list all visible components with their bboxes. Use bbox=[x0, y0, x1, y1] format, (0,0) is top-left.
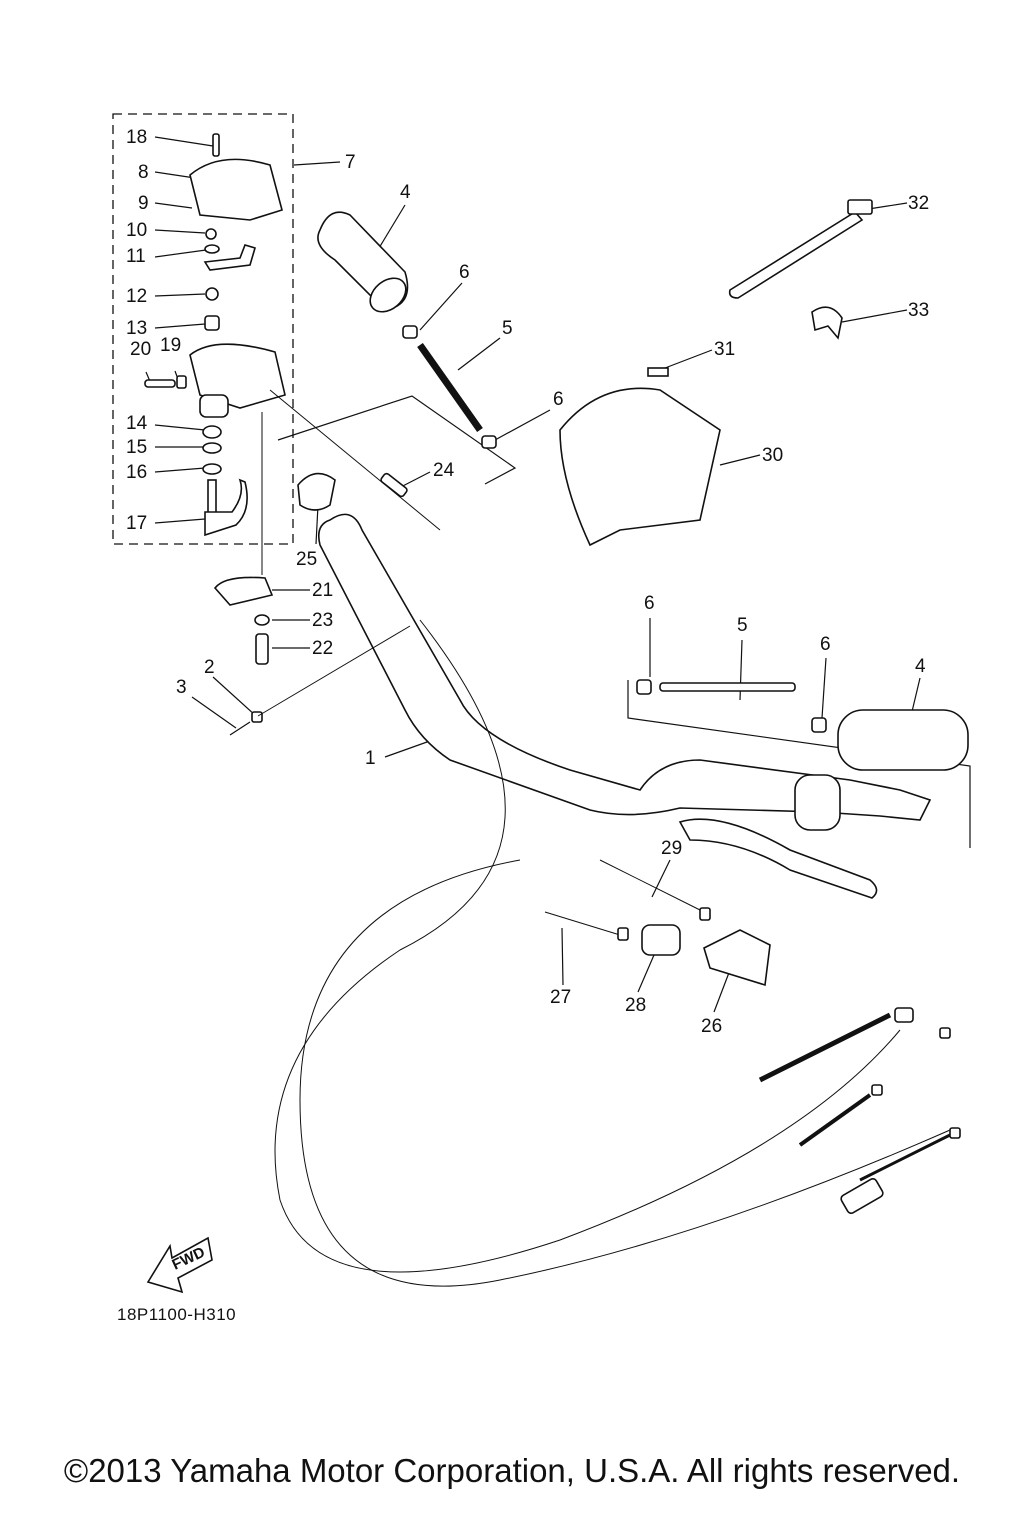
cable-tie bbox=[728, 210, 864, 299]
callout-31: 31 bbox=[714, 339, 735, 360]
callout-16: 16 bbox=[126, 462, 147, 483]
callout-32: 32 bbox=[908, 193, 929, 214]
handlebar bbox=[317, 513, 932, 821]
bolt bbox=[255, 633, 269, 665]
callout-20: 20 bbox=[130, 339, 151, 360]
callout-23: 23 bbox=[312, 610, 333, 631]
callout-14: 14 bbox=[126, 413, 148, 434]
copyright-notice: ©2013 Yamaha Motor Corporation, U.S.A. A… bbox=[63, 1452, 961, 1489]
cover bbox=[559, 387, 721, 547]
callout-25: 25 bbox=[296, 549, 317, 570]
cable-end-24 bbox=[380, 472, 408, 498]
callout-6-upper-a: 6 bbox=[459, 262, 470, 283]
callout-9: 9 bbox=[138, 193, 149, 214]
shaft-right bbox=[659, 682, 796, 692]
callout-11: 11 bbox=[126, 246, 146, 267]
drawing-code: 18P1100-H310 bbox=[117, 1305, 237, 1324]
collar-upper-b bbox=[481, 435, 497, 449]
callout-6-right-b: 6 bbox=[820, 634, 831, 655]
callout-12: 12 bbox=[126, 286, 147, 307]
callout-33: 33 bbox=[908, 300, 929, 321]
callout-18: 18 bbox=[126, 127, 147, 148]
callout-22: 22 bbox=[312, 638, 333, 659]
callout-24: 24 bbox=[433, 460, 455, 481]
callout-10: 10 bbox=[126, 220, 147, 241]
adjuster-28 bbox=[641, 924, 681, 956]
screw-2 bbox=[251, 711, 263, 723]
callout-26: 26 bbox=[701, 1016, 722, 1037]
callout-1: 1 bbox=[365, 748, 376, 769]
washer bbox=[254, 614, 270, 626]
forward-arrow-icon: FWD bbox=[146, 1236, 213, 1294]
callout-30: 30 bbox=[762, 445, 783, 466]
leader-lines bbox=[145, 136, 971, 1013]
callout-28: 28 bbox=[625, 995, 646, 1016]
switch-housing bbox=[794, 774, 841, 831]
collar-right-a bbox=[636, 679, 652, 695]
callout-17: 17 bbox=[126, 513, 147, 534]
label-31 bbox=[647, 367, 669, 377]
cable-guide bbox=[297, 472, 336, 511]
brake-lever bbox=[678, 818, 878, 899]
callout-13: 13 bbox=[126, 318, 147, 339]
clamp bbox=[811, 306, 843, 340]
callout-6-right-a: 6 bbox=[644, 593, 655, 614]
callout-15: 15 bbox=[126, 437, 147, 458]
right-grip bbox=[837, 709, 969, 771]
collar-upper-a bbox=[402, 325, 418, 339]
throttle-housing bbox=[144, 133, 286, 537]
bracket bbox=[213, 576, 274, 606]
callout-4-upper: 4 bbox=[400, 182, 411, 203]
callout-21: 21 bbox=[312, 580, 333, 601]
callout-5-right: 5 bbox=[737, 615, 748, 636]
callout-2: 2 bbox=[204, 657, 215, 678]
callout-4-right: 4 bbox=[915, 656, 926, 677]
callout-27: 27 bbox=[550, 987, 571, 1008]
callout-labels: 1 2 3 4 4 5 5 6 6 6 6 7 8 9 10 11 12 13 … bbox=[126, 127, 929, 1037]
throttle-assembly-group-box bbox=[112, 113, 294, 545]
callout-29: 29 bbox=[661, 838, 682, 859]
callout-19: 19 bbox=[160, 335, 181, 356]
callout-7: 7 bbox=[345, 152, 356, 173]
collar-right-b bbox=[811, 717, 827, 733]
callout-3: 3 bbox=[176, 677, 187, 698]
cable-ends bbox=[758, 1007, 961, 1214]
callout-6-upper-b: 6 bbox=[553, 389, 564, 410]
callout-8: 8 bbox=[138, 162, 149, 183]
holder-26 bbox=[703, 929, 771, 987]
callout-5-upper: 5 bbox=[502, 318, 513, 339]
shaft-upper bbox=[417, 342, 483, 433]
left-grip bbox=[317, 211, 409, 313]
